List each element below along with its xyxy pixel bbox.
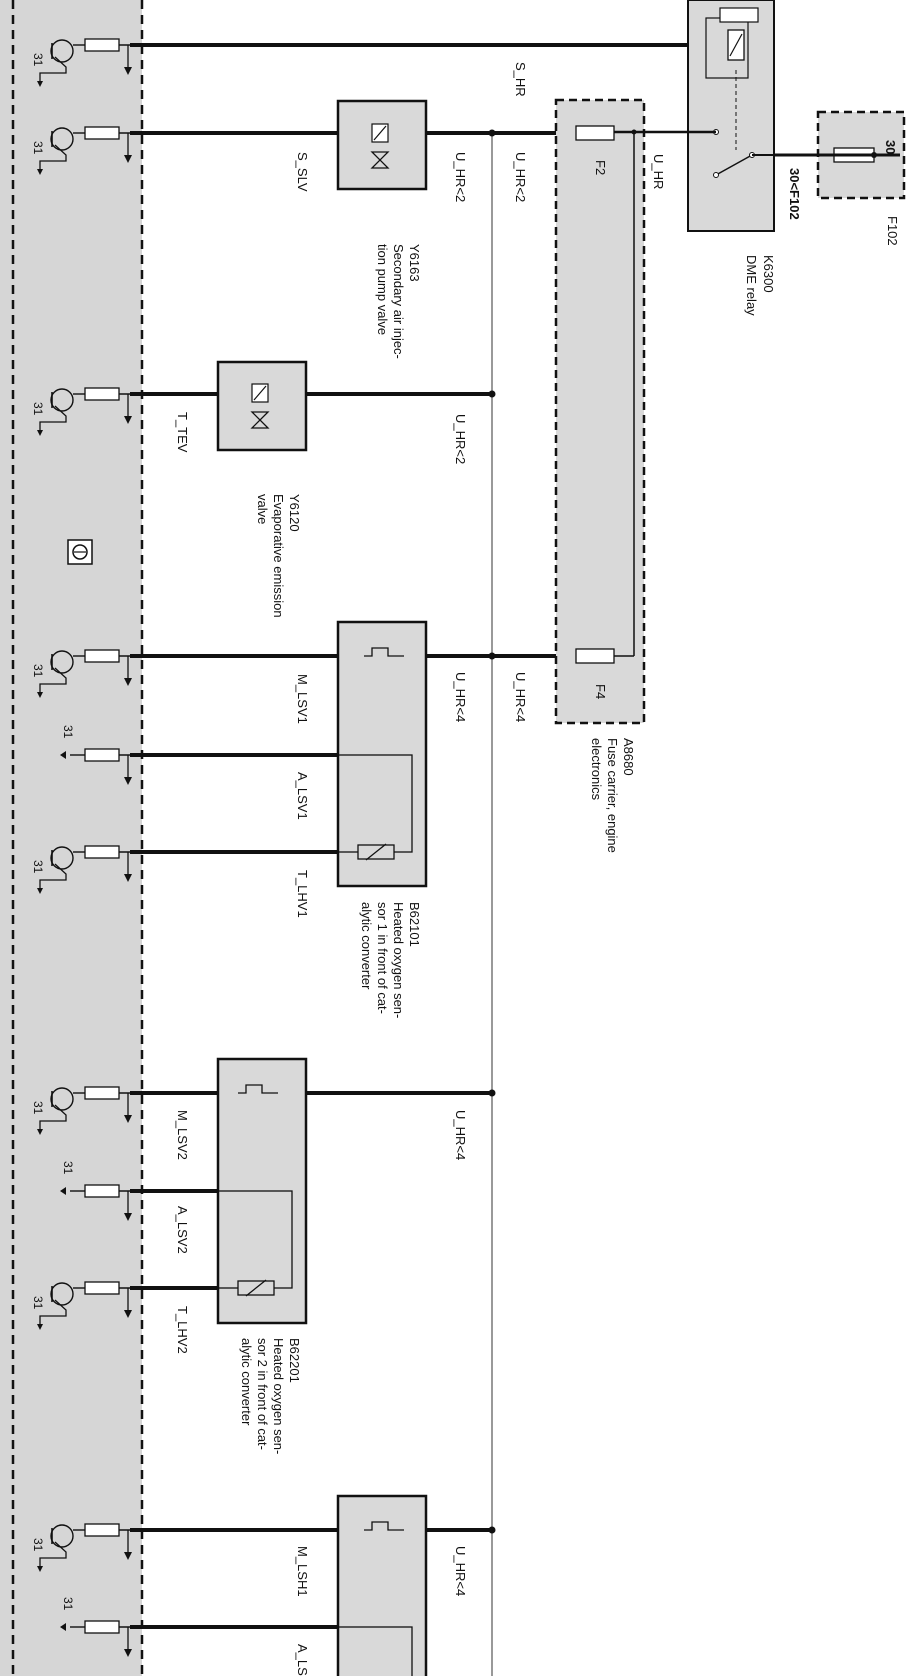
ground-label: 31 xyxy=(31,53,45,67)
output-stage-transistor: 31 xyxy=(31,649,132,698)
b62101-desc-3: alytic converter xyxy=(359,902,374,990)
ground-label: 31 xyxy=(61,1597,75,1611)
component-y6163 xyxy=(130,99,556,191)
b62201-id: B62201 xyxy=(287,1338,302,1383)
output-stage-resistor: 31 xyxy=(60,725,132,785)
b62201-desc-2: sor 2 in front of cat- xyxy=(255,1338,270,1450)
y6120-id: Y6120 xyxy=(287,494,302,532)
component-b62201 xyxy=(130,1057,496,1325)
ground-label: 31 xyxy=(31,1538,45,1552)
wire-u-hr-4-d: U_HR<4 xyxy=(453,1546,468,1596)
signal-a-lsv2: A_LSV2 xyxy=(175,1206,190,1254)
output-stage-transistor: 31 xyxy=(31,387,132,436)
signal-t-lhv1: T_LHV1 xyxy=(295,870,310,918)
output-stage-transistor: 31 xyxy=(31,38,132,87)
y6120-desc-2: valve xyxy=(255,494,270,524)
signal-m-lsv2: M_LSV2 xyxy=(175,1110,190,1160)
fuse-f102-id: F102 xyxy=(885,216,900,246)
signal-s-slv: S_SLV xyxy=(295,152,310,192)
y6163-desc-2: tion pump valve xyxy=(375,244,390,335)
wire-u-hr-4-b: U_HR<4 xyxy=(453,672,468,722)
component-y6120 xyxy=(130,360,496,452)
wire-u-hr-2-c: U_HR<2 xyxy=(453,152,468,202)
ground-label: 31 xyxy=(61,725,75,739)
ground-label: 31 xyxy=(31,860,45,874)
signal-m-lsv1: M_LSV1 xyxy=(295,674,310,724)
output-stage-transistor: 31 xyxy=(31,845,132,894)
ecu-module-icon xyxy=(67,539,93,565)
fuse-f4: F4 xyxy=(593,684,608,699)
signal-a-ls: A_LS xyxy=(295,1644,310,1676)
signal-t-tev: T_TEV xyxy=(175,412,190,453)
b62101-id: B62101 xyxy=(407,902,422,947)
signal-m-lsh1: M_LSH1 xyxy=(295,1546,310,1597)
fuse-carrier-desc-1: Fuse carrier, engine xyxy=(605,738,620,853)
ground-label: 31 xyxy=(31,1101,45,1115)
wire-u-hr-2-b: Y6163 xyxy=(407,244,422,282)
component-bottom-sensor xyxy=(130,1494,496,1676)
b62101-desc-2: sor 1 in front of cat- xyxy=(375,902,390,1014)
wire-u-hr-2-a: U_HR<2 xyxy=(513,152,528,202)
wire-s-hr: S_HR xyxy=(513,62,528,97)
wire-u-hr-4-a: U_HR<4 xyxy=(513,672,528,722)
fuse-carrier xyxy=(554,98,716,725)
dme-relay xyxy=(687,0,775,232)
dme-relay-id: K6300 xyxy=(761,255,776,293)
wire-30-f102: 30<F102 xyxy=(787,168,802,220)
output-stage-transistor: 31 xyxy=(31,1523,132,1572)
fuse-f102 xyxy=(774,110,906,200)
output-stage-transistor: 31 xyxy=(31,126,132,175)
ground-label: 31 xyxy=(61,1161,75,1175)
b62201-desc-3: alytic converter xyxy=(239,1338,254,1426)
ecu-output-stages: 31 31 31 31 31 31 31 31 31 31 31 xyxy=(31,38,132,1657)
b62101-desc-1: Heated oxygen sen- xyxy=(391,902,406,1018)
output-stage-resistor: 31 xyxy=(60,1597,132,1657)
output-stage-transistor: 31 xyxy=(31,1086,132,1135)
b62201-desc-1: Heated oxygen sen- xyxy=(271,1338,286,1454)
ecu-area xyxy=(0,0,142,1676)
wire-u-hr: U_HR xyxy=(651,154,666,189)
dme-relay-desc: DME relay xyxy=(744,255,759,316)
ground-label: 31 xyxy=(31,141,45,155)
fuse-carrier-id: A8680 xyxy=(621,738,636,776)
signal-t-lhv2: T_LHV2 xyxy=(175,1306,190,1354)
wire-u-hr-2-d: U_HR<2 xyxy=(453,414,468,464)
ground-label: 31 xyxy=(31,664,45,678)
signal-a-lsv1: A_LSV1 xyxy=(295,772,310,820)
y6120-desc-1: Evaporative emission xyxy=(271,494,286,618)
ground-label: 31 xyxy=(31,1296,45,1310)
fuse-f102-pin: 30 xyxy=(883,140,898,154)
ground-label: 31 xyxy=(31,402,45,416)
wire-u-hr-4-c: U_HR<4 xyxy=(453,1110,468,1160)
fuse-f2: F2 xyxy=(593,160,608,175)
output-stage-transistor: 31 xyxy=(31,1281,132,1330)
fuse-carrier-desc-2: electronics xyxy=(589,738,604,801)
output-stage-resistor: 31 xyxy=(60,1161,132,1221)
y6163-desc-1: Secondary air injec- xyxy=(391,244,406,359)
component-b62101 xyxy=(130,620,556,888)
